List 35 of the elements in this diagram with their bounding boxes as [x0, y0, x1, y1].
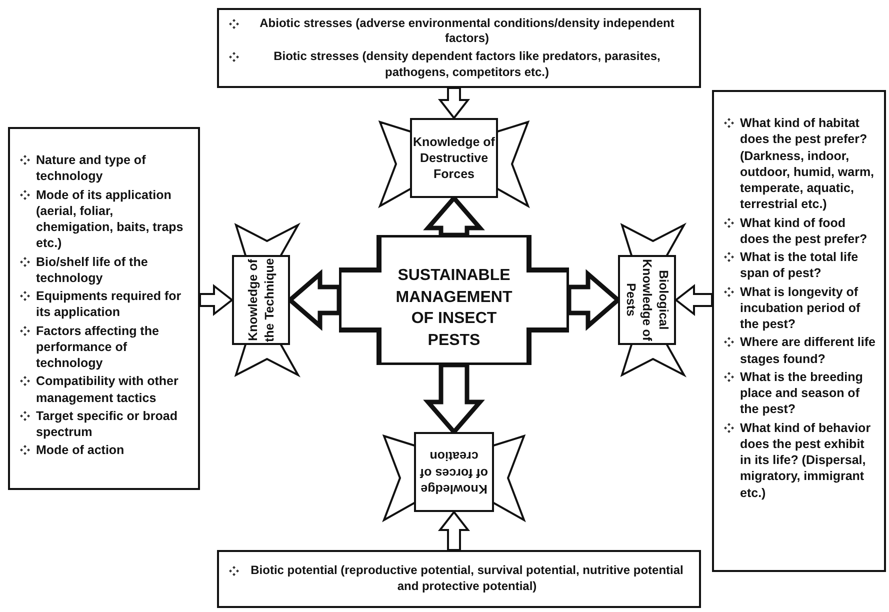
bullet-text: Mode of its application (aerial, foliar, chemigation, baits, traps etc.) [36, 186, 184, 252]
bullet-text: Biotic potential (reproductive potential, survival potential, nutritive potential and protective potential) [250, 563, 684, 595]
banner-text: Knowledge of forces of creation [418, 448, 490, 496]
text-box [217, 8, 701, 88]
text-box [217, 550, 701, 608]
banner-box [232, 255, 290, 345]
bullet-text: What is the total life span of pest? [740, 249, 860, 282]
banner-box [410, 118, 498, 198]
block-arrow [438, 87, 470, 120]
bullet-text: Where are different life stages found? [740, 334, 876, 367]
banner-box [414, 432, 494, 512]
block-arrow [199, 284, 234, 316]
bullet-text: Abiotic stresses (adverse environmental conditions/density independent factors) [258, 16, 676, 47]
bullet-text: What kind of behavior does the pest exhibit in its life? (Dispersal, migratory, immigrant etc.) [740, 420, 872, 501]
bullet-text: Biotic stresses (density dependent factors like predators, parasites, pathogens, competitors etc.) [272, 49, 662, 80]
bullet-text: What kind of food does the pest prefer? [740, 214, 868, 247]
bullet-text: Nature and type of technology [36, 152, 147, 184]
bullet-text: Factors affecting the performance of technology [36, 322, 160, 372]
bullet-text: Bio/shelf life of the technology [36, 254, 149, 286]
bullet-text: What is the breeding place and season of the pest? [740, 368, 864, 418]
bullet-text: Equipments required for its application [36, 288, 182, 320]
text-box [712, 90, 886, 572]
bullet-text: Target specific or broad spectrum [36, 408, 178, 440]
bullet-text: What is longevity of incubation period of the pest? [740, 284, 862, 332]
banner-text: Knowledge of Destructive Forces [413, 134, 495, 182]
banner-text: Biological Knowledge of Pests [622, 258, 672, 343]
block-arrow [438, 510, 470, 551]
bullet-text: Compatibility with other management tactics [36, 373, 180, 406]
bullet-text: Mode of action [36, 442, 124, 458]
center-title: SUSTAINABLE MANAGEMENT OF INSECT PESTS [394, 266, 514, 351]
text-box [8, 127, 200, 490]
banner-text: Knowledge of the Technique [244, 257, 278, 343]
bullet-text: What kind of habitat does the pest prefer? (Darkness, indoor, outdoor, humid, warm, temperate, aquatic, terrestrial etc.) [740, 115, 876, 212]
block-arrow [674, 284, 713, 316]
cross-arrow-shape [339, 235, 569, 365]
